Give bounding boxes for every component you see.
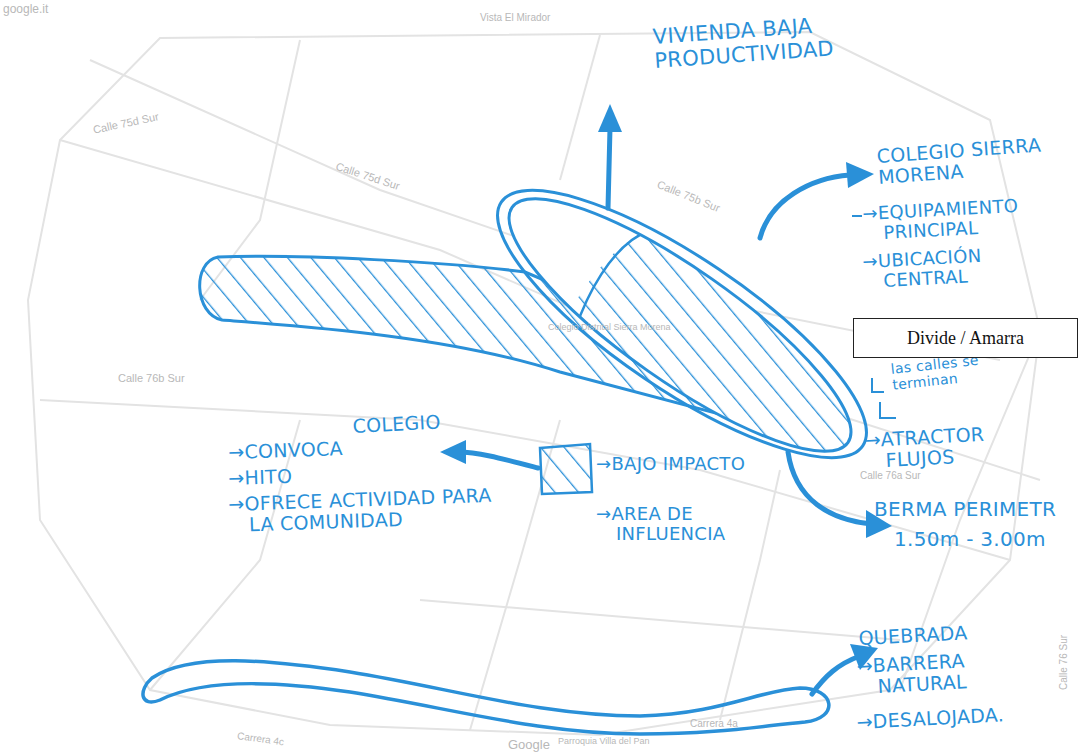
map-label: Calle 75b Sur [655,178,721,214]
handwritten-note: →DESALOJADA. [856,704,1005,733]
callout-arrows [458,128,872,694]
handwritten-note: →CONVOCA [228,434,449,463]
map-label: google.it [3,3,48,16]
handwritten-note: →BARRERA NATURAL [856,647,1028,698]
arrow-heads [440,104,892,670]
handwritten-note: VIVIENDA BAJA PRODUCTIVIDAD [652,7,930,73]
text-box: Divide / Amarra [853,318,1078,358]
handwritten-note: 1.50m - 3.00m [894,528,1046,550]
box-text: Divide / Amarra [907,328,1024,349]
hatched-square [540,444,592,494]
map-label: Google [508,738,550,753]
handwritten-note: →ATRACTOR FLUJOS [864,421,1046,473]
map-label: Carrera 4a [690,718,738,729]
map-label: Parroquia Villa del Pan [558,736,649,746]
ellipse-outline [480,162,880,489]
map-label: Calle 75d Sur [92,110,160,136]
map-streets [28,32,1040,735]
map-label: Calle 75d Sur [334,160,401,192]
map-label: Colegio Distrital Sierra Morena [548,322,671,332]
handwritten-note: BERMA PERIMETR [874,498,1056,520]
handwritten-note: COLEGIO [352,411,441,437]
handwritten-note: →AREA DE INFLUENCIA [596,504,766,544]
handwritten-note: COLEGIO SIERRA MORENA [876,134,1054,189]
map-label: Carrera 4c [236,730,284,748]
quebrada-outline [143,661,829,734]
map-label: Vista El Mirador [480,12,550,23]
handwritten-note: →BAJO IMPACTO [596,454,746,474]
map-label: Calle 76b Sur [118,372,185,384]
ellipse-outline [464,147,899,500]
map-label: Calle 76 Sur [1058,635,1069,690]
handwritten-note: QUEBRADA [858,622,968,649]
handwritten-note: →EQUIPAMIENTO PRINCIPAL [862,194,1059,244]
hook-arrows [852,216,896,418]
handwritten-note: →OFRECE ACTIVIDAD PARA LA COMUNIDAD [228,485,499,537]
map-label: Calle 76a Sur [860,470,921,481]
handwritten-note: →HITO [228,460,449,489]
